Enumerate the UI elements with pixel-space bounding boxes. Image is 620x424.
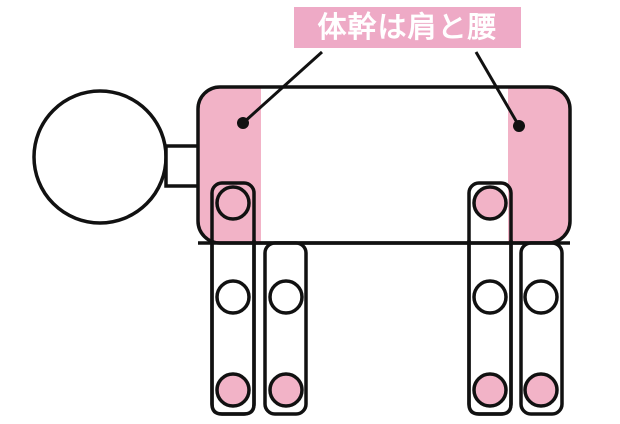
joint-elbow-2 [268, 279, 304, 315]
hip-pointer-line [474, 51, 521, 127]
hip-zone [508, 87, 570, 243]
joint-hip-1 [472, 185, 508, 221]
shoulder-pointer-line [241, 50, 324, 125]
hip-pointer-dot [513, 120, 525, 132]
joint-knee-1 [472, 279, 508, 315]
neck [164, 144, 202, 188]
joint-paw-1 [215, 372, 251, 408]
joint-paw-3 [472, 372, 508, 408]
joint-shoulder-1 [215, 185, 251, 221]
title-label: 体幹は肩と腰 [294, 7, 521, 48]
head-circle [32, 89, 168, 225]
joint-knee-2 [523, 279, 559, 315]
joint-paw-2 [268, 372, 304, 408]
shoulder-pointer-dot [237, 117, 249, 129]
joint-elbow-1 [215, 279, 251, 315]
joint-paw-4 [523, 372, 559, 408]
